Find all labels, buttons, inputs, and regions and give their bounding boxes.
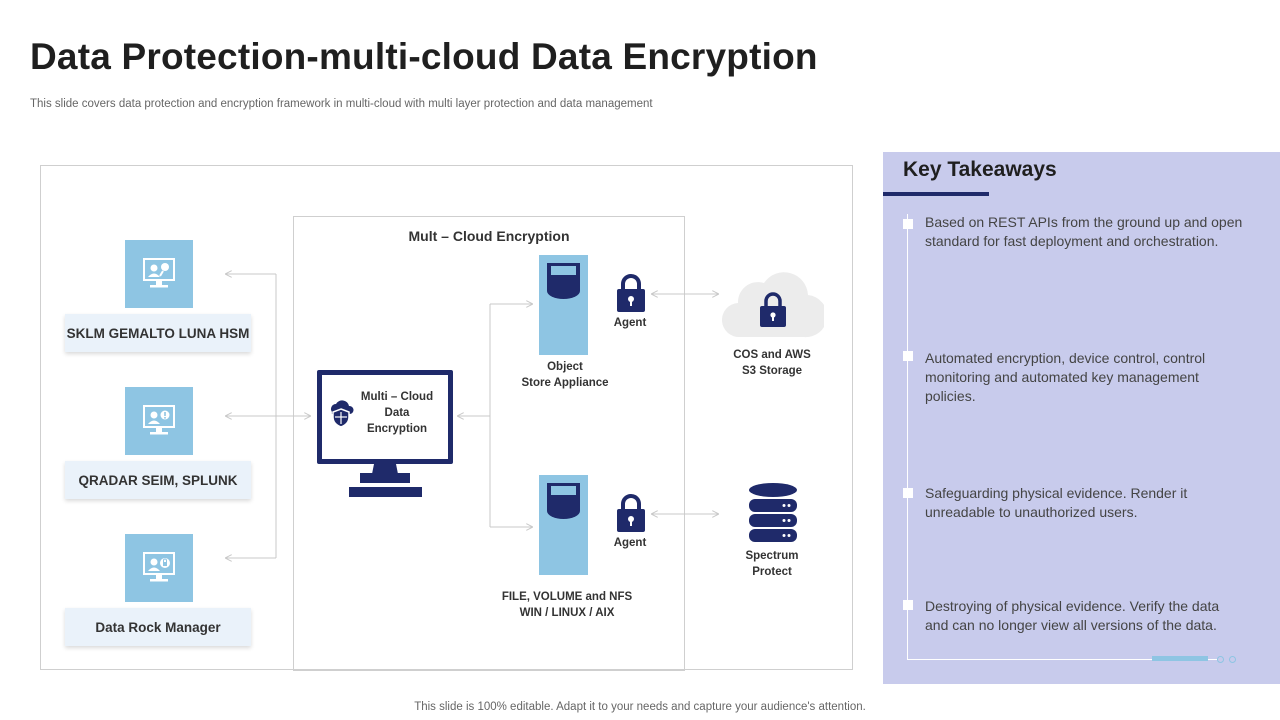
file-volume-line: FILE, VOLUME and NFS [501, 591, 633, 603]
decorative-dot [1229, 656, 1236, 663]
monitor-label-line: Encryption [366, 423, 428, 435]
panel-title: Mult – Cloud Encryption [408, 228, 570, 244]
takeaways-underline [883, 192, 989, 196]
bullet-square [903, 600, 913, 610]
diagram-frame [40, 165, 853, 670]
spectrum-line: Protect [752, 566, 792, 578]
takeaway-item: Destroying of physical evidence. Verify … [925, 598, 1220, 633]
cos-storage-line: S3 Storage [741, 365, 803, 377]
monitor-label: Multi – Cloud Data Encryption [352, 389, 442, 437]
multi-cloud-encryption-panel [293, 216, 685, 671]
object-store-label: Object Store Appliance [500, 359, 630, 391]
takeaway-item: Safeguarding physical evidence. Render i… [925, 485, 1188, 520]
cloud-shield-icon [331, 400, 354, 428]
bullet-square [903, 219, 913, 229]
decorative-dot [1217, 656, 1224, 663]
decorative-bar [1152, 656, 1208, 661]
monitor-lock-icon [143, 552, 175, 582]
server-icon [539, 475, 588, 575]
agent-label: Agent [613, 537, 647, 549]
takeaway-item: Automated encryption, device control, co… [925, 350, 1206, 404]
cloud-lock-icon [722, 272, 824, 338]
page-title: Data Protection-multi-cloud Data Encrypt… [30, 36, 818, 77]
bullet-square [903, 488, 913, 498]
monitor-key-icon [143, 258, 175, 288]
monitor-label-line: Multi – Cloud [360, 391, 434, 403]
key-takeaways-panel [883, 152, 1280, 684]
object-store-line: Store Appliance [521, 377, 609, 389]
takeaways-title: Key Takeaways [903, 158, 1057, 181]
takeaway-item: Based on REST APIs from the ground up an… [925, 214, 1243, 249]
left-item-label: SKLM GEMALTO LUNA HSM [65, 314, 251, 352]
lock-icon [617, 494, 645, 532]
qradar-tile [125, 387, 193, 455]
spectrum-line: Spectrum [745, 550, 799, 562]
left-item-label: QRADAR SEIM, SPLUNK [65, 461, 251, 499]
spectrum-label: Spectrum Protect [712, 548, 832, 580]
takeaways-guide-line [907, 659, 1217, 660]
sklm-tile [125, 240, 193, 308]
monitor-label-line: Data [384, 407, 410, 419]
takeaways-guide-line [907, 214, 908, 660]
object-store-line: Object [547, 361, 583, 373]
agent-label: Agent [613, 317, 647, 329]
datarock-tile [125, 534, 193, 602]
bullet-square [903, 351, 913, 361]
cos-storage-label: COS and AWS S3 Storage [712, 347, 832, 379]
server-icon [539, 255, 588, 355]
lock-icon [617, 274, 645, 312]
monitor-alert-icon [143, 405, 175, 435]
page-subtitle: This slide covers data protection and en… [30, 98, 653, 110]
file-volume-label: FILE, VOLUME and NFS WIN / LINUX / AIX [487, 589, 647, 621]
footer-note: This slide is 100% editable. Adapt it to… [414, 701, 866, 713]
file-volume-line: WIN / LINUX / AIX [519, 607, 615, 619]
left-item-label: Data Rock Manager [65, 608, 251, 646]
database-icon [749, 483, 797, 542]
cos-storage-line: COS and AWS [733, 349, 811, 361]
